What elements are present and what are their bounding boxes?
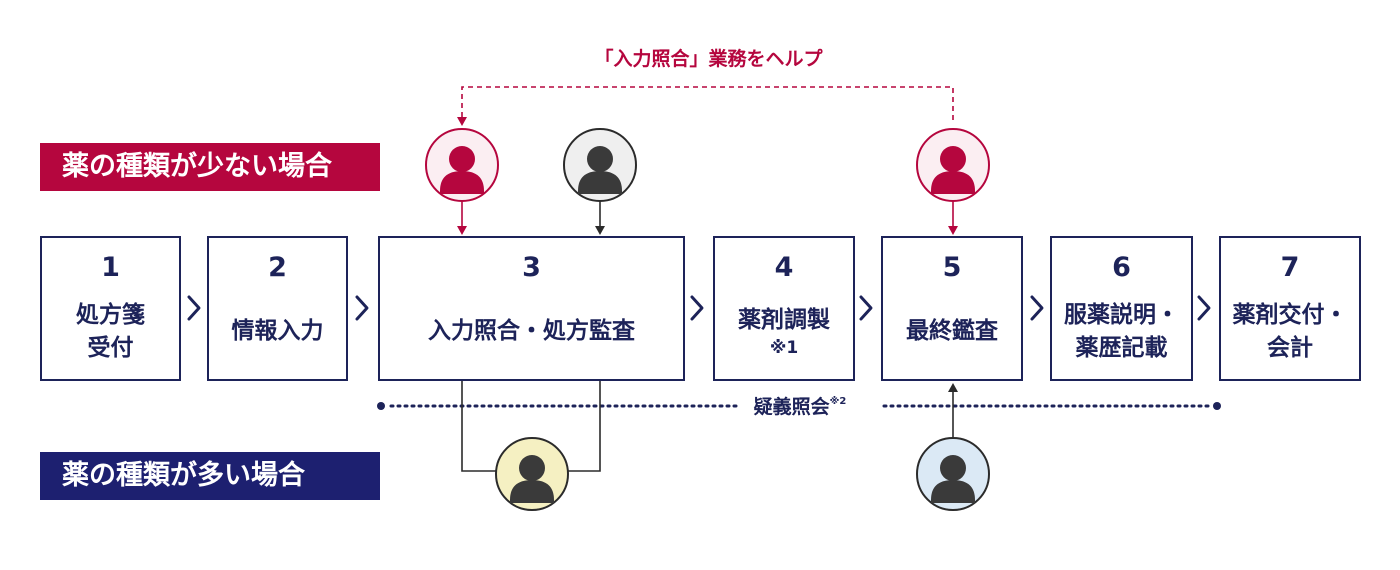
step-number: 5 <box>942 252 962 283</box>
bottom-bracket-connector <box>567 381 601 472</box>
step-title: 最終鑑査 <box>906 318 998 344</box>
step-footnote-mark: ※1 <box>769 338 799 358</box>
step-title: 薬剤調製 <box>738 307 830 333</box>
step-number: 1 <box>101 252 120 283</box>
step-title: 情報入力 <box>231 318 324 344</box>
step-title: 服薬説明・ <box>1064 301 1179 328</box>
query-label-text: 疑義照会 <box>753 396 830 418</box>
step-title: 入力照合・処方監査 <box>428 318 635 344</box>
step-number: 7 <box>1280 252 1300 283</box>
step-7-dispensing-payment: 7 薬剤交付・ 会計 <box>1219 236 1361 381</box>
arrow-down-icon <box>595 201 605 235</box>
step-number: 6 <box>1112 252 1131 283</box>
chevron-right-icon <box>1030 295 1044 321</box>
help-arrowhead-icon <box>457 117 467 126</box>
person-icon-pharmacist-c-top <box>916 128 990 202</box>
step-title-line2: 会計 <box>1267 334 1313 361</box>
arrow-up-icon <box>948 383 958 438</box>
step-number: 3 <box>522 252 541 283</box>
step-1-prescription-reception: 1 処方箋 受付 <box>40 236 181 381</box>
many-medicines-label: 薬の種類が多い場合 <box>40 452 380 500</box>
help-label: 「入力照合」業務をヘルプ <box>594 48 823 70</box>
query-label: 疑義照会※2 <box>700 392 900 419</box>
chevron-right-icon <box>859 295 873 321</box>
chevron-right-icon <box>690 295 704 321</box>
chevron-right-icon <box>355 295 369 321</box>
step-number: 4 <box>774 252 794 283</box>
step-title-line2: 薬歴記載 <box>1075 334 1168 361</box>
help-dashed-connector <box>461 86 954 120</box>
step-6-medication-explanation: 6 服薬説明・ 薬歴記載 <box>1050 236 1193 381</box>
step-title-line2: 受付 <box>87 334 134 361</box>
query-footnote-mark: ※2 <box>829 396 847 407</box>
step-title: 処方箋 <box>76 301 145 328</box>
few-medicines-label: 薬の種類が少ない場合 <box>40 143 380 191</box>
step-title: 薬剤交付・ <box>1232 301 1348 328</box>
arrow-down-icon <box>948 201 958 235</box>
person-icon-pharmacist-b-top <box>563 128 637 202</box>
arrow-down-icon <box>457 201 467 235</box>
query-dotted-line <box>377 402 1221 410</box>
person-icon-clerk-bottom <box>495 437 569 511</box>
bottom-bracket-connector <box>461 381 497 472</box>
person-icon-pharmacist-bottom <box>916 437 990 511</box>
step-5-final-inspection: 5 最終鑑査 <box>881 236 1023 381</box>
step-2-data-entry: 2 情報入力 <box>207 236 348 381</box>
chevron-right-icon <box>187 295 201 321</box>
chevron-right-icon <box>1197 295 1211 321</box>
step-3-verification-audit: 3 入力照合・処方監査 <box>378 236 685 381</box>
person-icon-pharmacist-a-top <box>425 128 499 202</box>
step-4-drug-preparation: 4 薬剤調製 ※1 <box>713 236 855 381</box>
step-number: 2 <box>268 252 287 283</box>
